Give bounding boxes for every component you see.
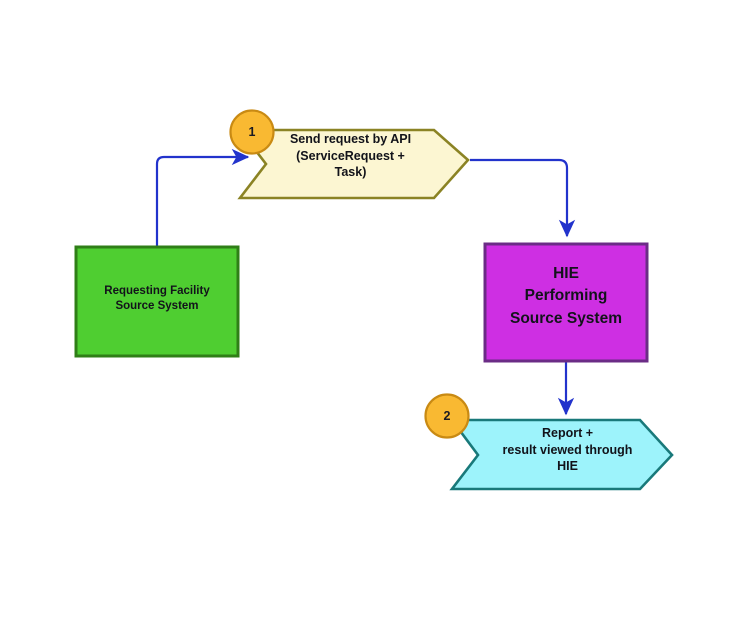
connector-requesting-to-send	[155, 148, 250, 246]
node-requesting-facility-shape[interactable]	[74, 245, 240, 358]
node-report-result-shape[interactable]	[449, 418, 674, 491]
node-hie-performing-shape[interactable]	[483, 242, 649, 363]
badge-2-circle[interactable]	[424, 393, 470, 439]
badge-1-circle[interactable]	[229, 109, 275, 155]
connector-send-to-hie	[470, 158, 576, 238]
node-send-request-shape[interactable]	[237, 128, 470, 200]
